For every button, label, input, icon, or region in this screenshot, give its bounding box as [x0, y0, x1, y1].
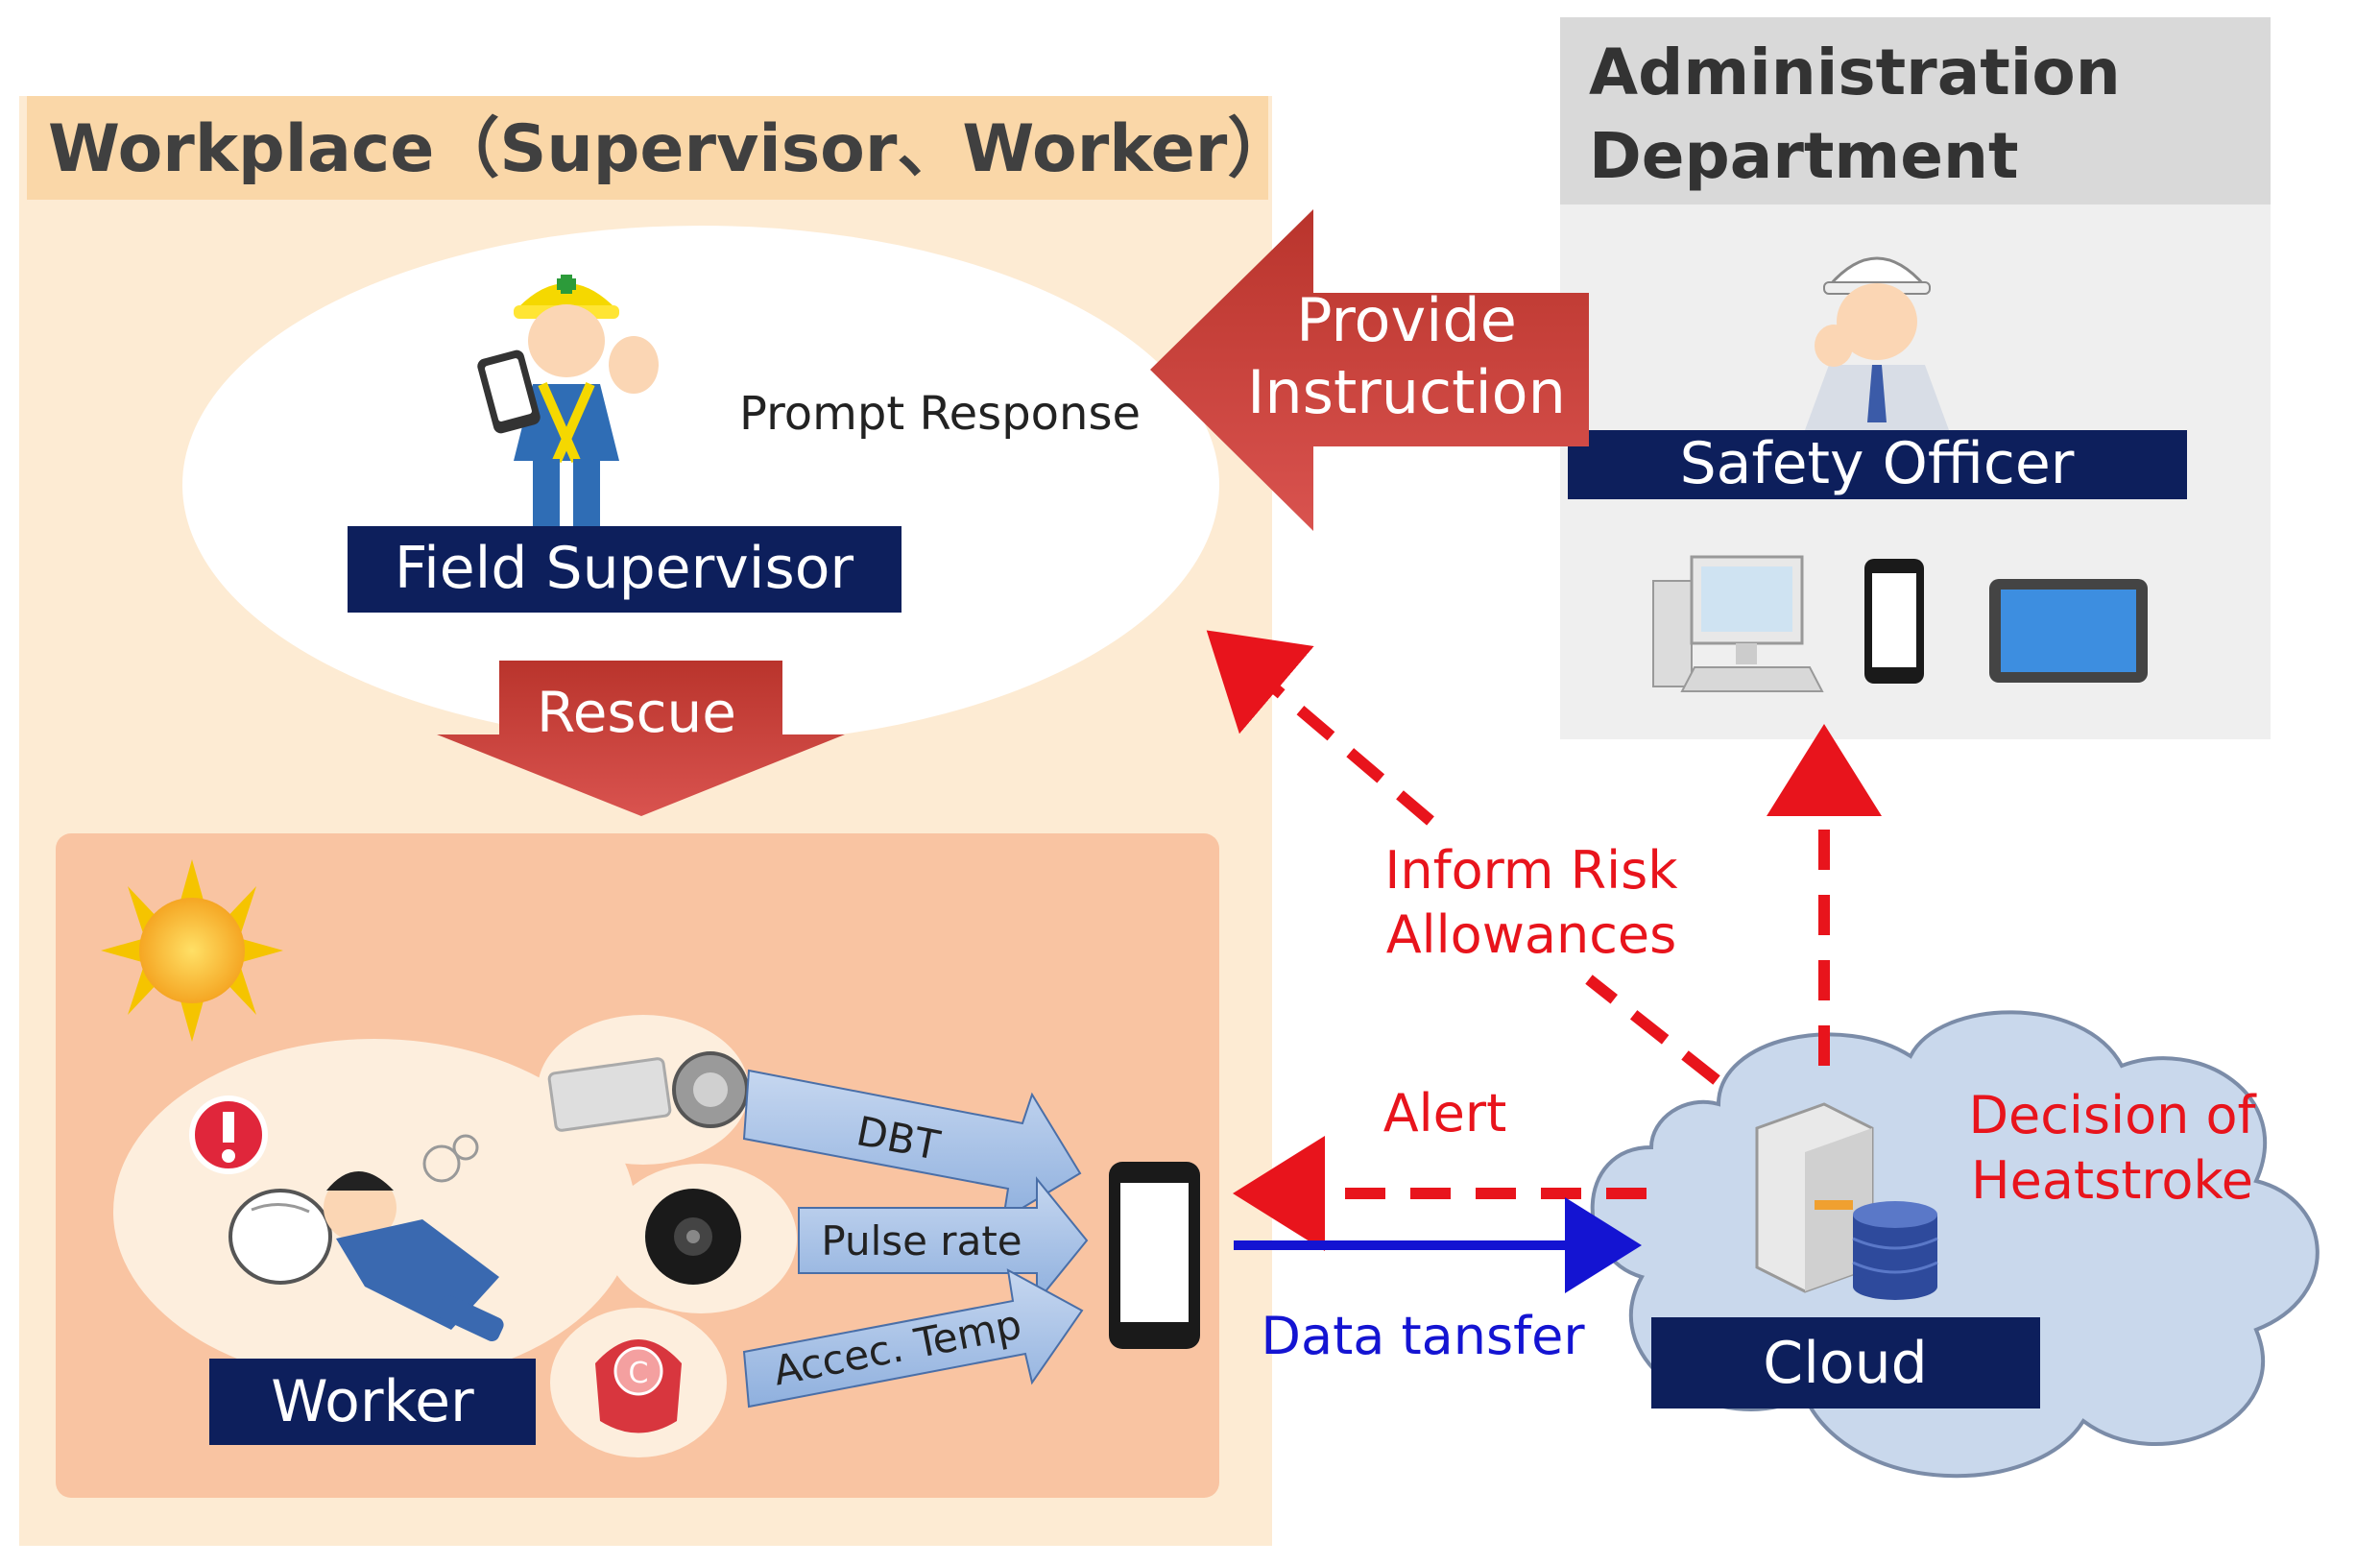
workplace-title: Workplace（Supervisor、Worker） — [48, 111, 1292, 187]
inform-risk-arrow — [1206, 630, 1720, 1085]
sensor-arrow-pulse: Pulse rate — [798, 1176, 1089, 1305]
worker-label: Worker — [209, 1359, 536, 1445]
provide-instruction-line2: Instruction — [1247, 357, 1566, 427]
provide-instruction-line1: Provide — [1296, 285, 1517, 355]
safety-officer-icon — [1805, 256, 1949, 430]
admin-title-bar — [1560, 17, 2271, 205]
collapsed-worker-icon — [228, 1134, 504, 1341]
decision-line2: Heatstroke — [1971, 1150, 2253, 1211]
dbt-sensor-icon — [538, 1015, 749, 1165]
alert-label: Alert — [1383, 1083, 1507, 1144]
rescue-arrow: Rescue — [437, 661, 845, 816]
field-supervisor-icon — [477, 275, 659, 526]
supervisor-ellipse: Prompt Response — [182, 226, 1219, 744]
workplace-title-bar — [27, 96, 1268, 200]
svg-text:Cloud: Cloud — [1763, 1330, 1927, 1397]
svg-text:Field Supervisor: Field Supervisor — [395, 535, 853, 602]
inform-risk-line1: Inform Risk — [1384, 840, 1678, 901]
svg-text:Safety Officer: Safety Officer — [1680, 430, 2075, 497]
tablet-icon — [1989, 579, 2148, 683]
rescue-label: Rescue — [537, 680, 736, 745]
celsius-glyph: C — [629, 1357, 649, 1390]
sun-icon — [101, 859, 283, 1042]
worker-smartphone-icon — [1109, 1162, 1200, 1349]
prompt-response-label: Prompt Response — [739, 387, 1141, 441]
cloud-label: Cloud — [1651, 1317, 2040, 1408]
inform-risk-line2: Allowances — [1386, 904, 1677, 965]
pulse-sensor-icon — [605, 1164, 797, 1313]
svg-text:Worker: Worker — [271, 1368, 474, 1435]
sensor-label-pulse: Pulse rate — [821, 1217, 1022, 1264]
desktop-computer-icon — [1652, 555, 1824, 692]
provide-instruction-arrow: Provide Instruction — [1150, 209, 1589, 531]
decision-line1: Decision of — [1968, 1085, 2257, 1145]
safety-officer-label: Safety Officer — [1568, 430, 2187, 499]
field-supervisor-label: Field Supervisor — [348, 526, 902, 613]
mobile-phone-icon — [1864, 559, 1924, 684]
database-icon — [1852, 1201, 1938, 1300]
admin-title-line1: Administration — [1589, 36, 2121, 109]
temp-sensor-icon: C — [550, 1308, 727, 1457]
warning-icon — [189, 1096, 268, 1174]
admin-title-line2: Department — [1589, 119, 2019, 193]
data-transfer-label: Data tansfer — [1261, 1306, 1585, 1366]
